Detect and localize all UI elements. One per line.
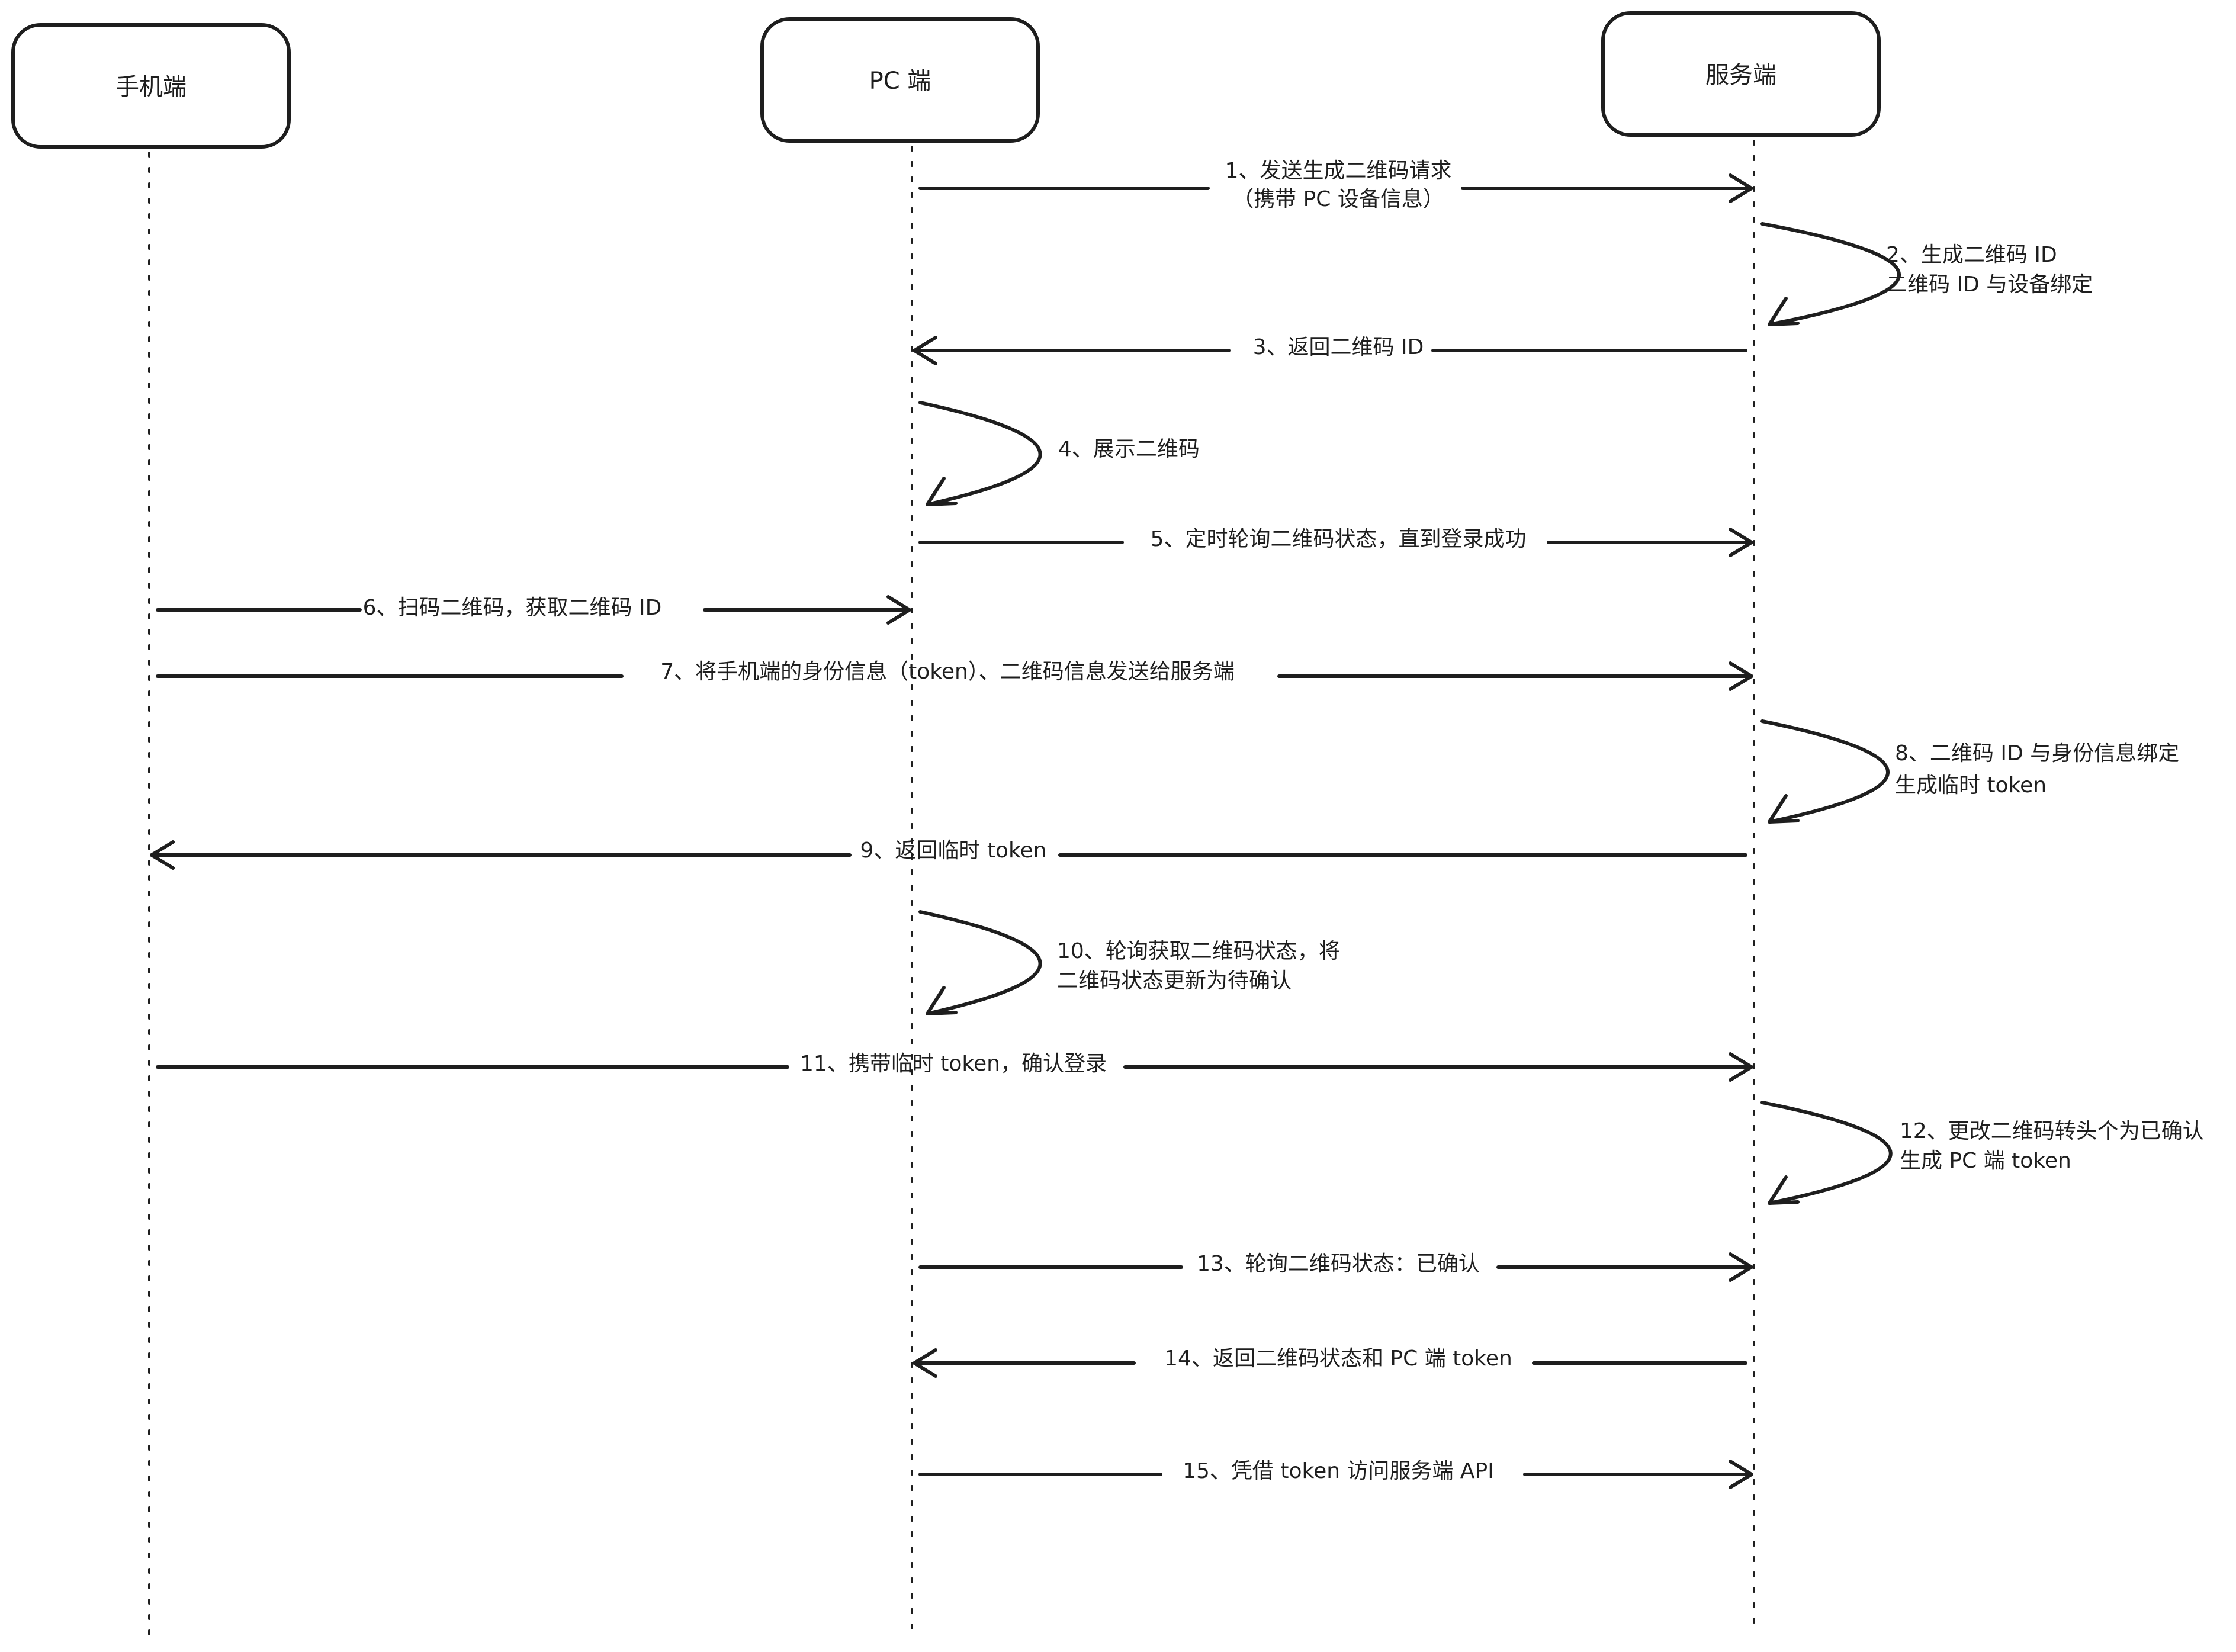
arrow-head xyxy=(1729,173,1753,203)
message-1: 1、发送生成二维码请求 （携带 PC 设备信息） xyxy=(918,159,1753,211)
message-2: 2、生成二维码 ID 二维码 ID 与设备绑定 xyxy=(1760,222,2093,326)
message-label: 8、二维码 ID 与身份信息绑定 xyxy=(1895,741,2179,766)
message-label: 二维码 ID 与设备绑定 xyxy=(1886,272,2093,297)
message-label: 生成临时 token xyxy=(1895,773,2047,798)
arrow-head xyxy=(1729,1052,1753,1082)
arrow-head xyxy=(1768,1175,1800,1205)
message-15: 15、凭借 token 访问服务端 API xyxy=(918,1459,1753,1489)
message-7: 7、将手机端的身份信息（token）、二维码信息发送给服务端 xyxy=(156,660,1753,691)
self-message-arrow xyxy=(918,401,1042,506)
actor-mobile: 手机端 xyxy=(11,23,291,149)
message-9: 9、返回临时 token xyxy=(150,838,1747,870)
arrow-head xyxy=(1729,528,1753,557)
message-label: 15、凭借 token 访问服务端 API xyxy=(1183,1459,1494,1483)
arrow-head xyxy=(1768,794,1800,824)
actor-server: 服务端 xyxy=(1601,11,1881,137)
actors: 手机端 PC 端 服务端 xyxy=(11,11,1881,149)
message-3: 3、返回二维码 ID xyxy=(913,335,1747,365)
message-label: 3、返回二维码 ID xyxy=(1253,335,1424,359)
message-label: 13、轮询二维码状态：已确认 xyxy=(1197,1252,1480,1276)
message-label: 5、定时轮询二维码状态，直到登录成功 xyxy=(1151,527,1527,551)
arrow-head xyxy=(1729,1252,1753,1282)
message-6: 6、扫码二维码，获取二维码 ID xyxy=(156,595,911,625)
message-label: 10、轮询获取二维码状态，将 xyxy=(1057,939,1340,963)
message-label: 1、发送生成二维码请求 xyxy=(1225,159,1452,183)
messages: 1、发送生成二维码请求 （携带 PC 设备信息） 2、生成二维码 ID 二维码 ID … xyxy=(150,159,2204,1489)
message-label: 12、更改二维码转头个为已确认 xyxy=(1900,1119,2204,1143)
arrow-head xyxy=(913,336,937,365)
message-label: （携带 PC 设备信息） xyxy=(1232,187,1444,211)
lifelines xyxy=(148,140,1755,1647)
message-label: 7、将手机端的身份信息（token）、二维码信息发送给服务端 xyxy=(660,660,1235,684)
self-message-arrow xyxy=(1760,719,1890,824)
message-11: 11、携带临时 token，确认登录 xyxy=(156,1052,1753,1082)
message-label: 9、返回临时 token xyxy=(860,838,1046,863)
message-label: 2、生成二维码 ID xyxy=(1886,243,2057,267)
actor-label: 服务端 xyxy=(1705,62,1776,89)
message-label: 6、扫码二维码，获取二维码 ID xyxy=(363,596,662,620)
actor-pc: PC 端 xyxy=(760,17,1040,143)
message-5: 5、定时轮询二维码状态，直到登录成功 xyxy=(918,527,1753,557)
actor-label: 手机端 xyxy=(115,73,187,101)
arrow-head xyxy=(150,840,175,870)
message-13: 13、轮询二维码状态：已确认 xyxy=(918,1252,1753,1282)
arrow-head xyxy=(1729,661,1753,691)
arrow-head xyxy=(926,986,958,1015)
actor-box xyxy=(760,17,1040,143)
message-label: 生成 PC 端 token xyxy=(1900,1149,2071,1173)
message-4: 4、展示二维码 xyxy=(918,401,1200,506)
arrow-head xyxy=(926,477,958,506)
message-label: 11、携带临时 token，确认登录 xyxy=(800,1052,1107,1076)
message-label: 二维码状态更新为待确认 xyxy=(1057,969,1292,993)
actor-box xyxy=(11,23,291,149)
self-message-arrow xyxy=(1760,222,1901,326)
message-14: 14、返回二维码状态和 PC 端 token xyxy=(913,1346,1747,1378)
arrow-head xyxy=(886,595,911,625)
self-message-arrow xyxy=(1760,1101,1893,1205)
arrow-head xyxy=(913,1348,937,1378)
arrow-head xyxy=(1729,1460,1753,1489)
message-label: 14、返回二维码状态和 PC 端 token xyxy=(1164,1346,1512,1371)
arrow-head xyxy=(1768,297,1800,326)
actor-box xyxy=(1601,11,1881,137)
actor-label: PC 端 xyxy=(869,68,931,95)
message-label: 4、展示二维码 xyxy=(1058,437,1200,461)
self-message-arrow xyxy=(918,910,1042,1015)
